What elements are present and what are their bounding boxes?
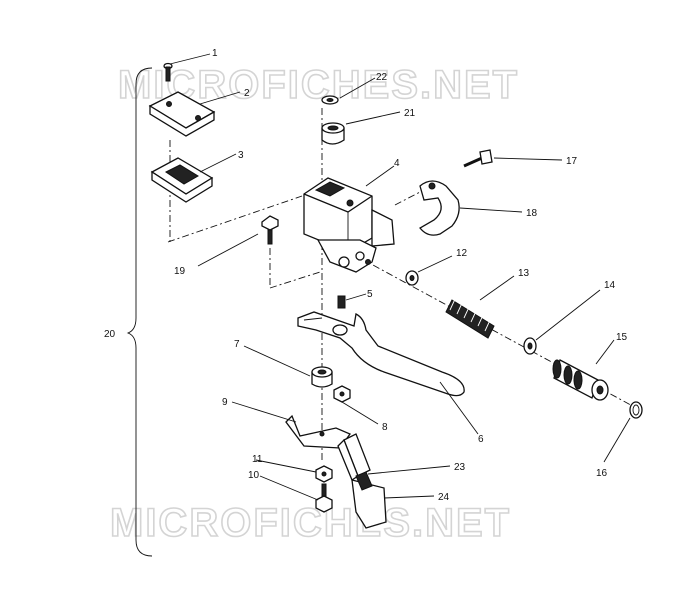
callout-24: 24 <box>438 492 450 503</box>
callout-10: 10 <box>248 470 260 481</box>
part-10-screw <box>315 483 333 513</box>
callout-18: 18 <box>526 208 538 219</box>
part-5-pin <box>337 295 346 309</box>
callout-21: 21 <box>404 108 416 119</box>
callout-14: 14 <box>604 280 616 291</box>
callout-labels: 1 2 3 4 5 6 7 8 9 10 11 12 13 14 15 16 1… <box>104 48 628 503</box>
part-9-switch-bracket <box>285 414 351 449</box>
callout-22: 22 <box>376 72 388 83</box>
part-6-lever <box>297 311 465 397</box>
part-22-washer <box>321 95 339 105</box>
part-17-screw <box>463 149 493 168</box>
part-16-circlip <box>629 401 643 419</box>
part-13-spring <box>445 296 495 339</box>
part-2-reservoir-cover <box>148 91 216 137</box>
callout-4: 4 <box>394 158 400 169</box>
part-3-diaphragm <box>150 157 214 203</box>
part-11-nut <box>315 465 333 483</box>
part-21-sleeve <box>321 122 345 145</box>
callout-12: 12 <box>456 248 468 259</box>
callout-8: 8 <box>382 422 388 433</box>
callout-2: 2 <box>244 88 250 99</box>
callout-11: 11 <box>252 454 263 465</box>
part-4-master-cylinder <box>303 177 395 273</box>
callout-7: 7 <box>234 339 240 350</box>
leader-lines <box>169 53 631 501</box>
part-7-bushing <box>311 366 333 388</box>
part-1-screw <box>163 62 173 82</box>
part-24-switch-boot <box>351 471 387 529</box>
part-14-washer <box>523 337 537 355</box>
watermark-bottom: MICROFICHES.NET <box>110 501 511 545</box>
callout-17: 17 <box>566 156 578 167</box>
part-23-switch <box>337 433 371 481</box>
part-18-clamp <box>419 180 460 236</box>
callout-3: 3 <box>238 150 244 161</box>
part-15-piston <box>552 359 609 401</box>
callout-1: 1 <box>212 48 218 59</box>
callout-23: 23 <box>454 462 466 473</box>
callout-13: 13 <box>518 268 530 279</box>
callout-9: 9 <box>222 397 228 408</box>
part-8-nut <box>333 385 351 403</box>
part-12-washer <box>405 270 419 286</box>
callout-16: 16 <box>596 468 608 479</box>
callout-15: 15 <box>616 332 628 343</box>
callout-5: 5 <box>367 289 373 300</box>
assembly-brace <box>126 67 153 557</box>
callout-6: 6 <box>478 434 484 445</box>
callout-20: 20 <box>104 329 116 340</box>
callout-19: 19 <box>174 266 186 277</box>
part-19-screw <box>261 215 279 245</box>
